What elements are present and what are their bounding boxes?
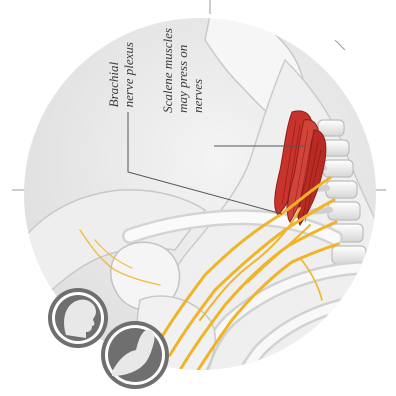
- label-scalene-line-1: Scalene muscles: [160, 28, 175, 113]
- label-scalene-line-3: nerves: [190, 28, 205, 113]
- head-profile-icon: [48, 288, 108, 348]
- label-brachial-line-1: Brachial: [106, 42, 121, 107]
- label-scalene-line-2: may press on: [175, 28, 190, 113]
- label-brachial-line-2: nerve plexus: [121, 42, 136, 107]
- label-brachial-plexus: Brachial nerve plexus: [106, 42, 136, 107]
- label-scalene-muscles: Scalene muscles may press on nerves: [160, 28, 205, 113]
- flexed-arm-icon: [101, 321, 169, 389]
